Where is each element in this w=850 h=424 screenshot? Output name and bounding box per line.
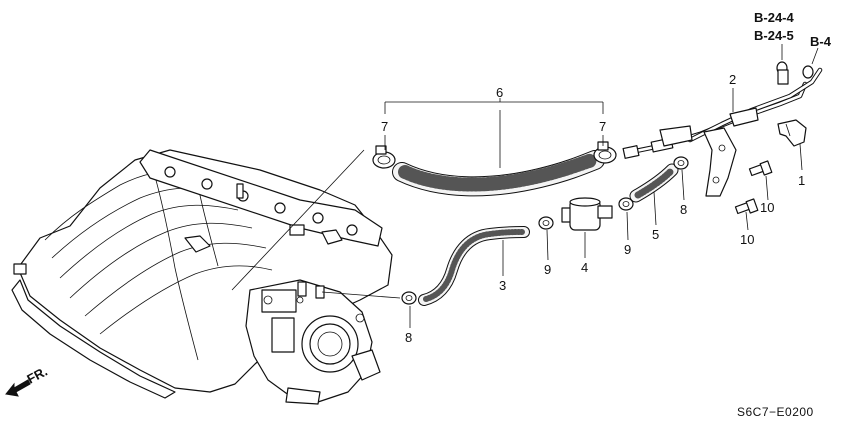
leader-lines	[231, 44, 819, 328]
hose-clamp-8-upper	[673, 156, 689, 170]
hose-3	[418, 226, 530, 306]
callout-3: 3	[499, 278, 506, 293]
hose-clamp-8-lower	[401, 291, 417, 305]
hose-clamp-7-right	[593, 141, 617, 164]
hose-clamp-9-right	[618, 197, 634, 211]
callout-10-lower: 10	[740, 232, 754, 247]
callout-10-upper: 10	[760, 200, 774, 215]
upper-water-hose	[392, 150, 605, 197]
callout-2: 2	[729, 72, 736, 87]
ref-b-24-4: B-24-4	[754, 10, 795, 25]
callouts: 6 7 7 2 1 10 10 8 5 9 4 9 3 8	[381, 72, 805, 345]
callout-4: 4	[581, 260, 588, 275]
hose-clamp-7-left	[372, 145, 396, 169]
water-pipe	[622, 61, 823, 197]
hose-5	[629, 163, 679, 203]
diagram-code: S6C7−E0200	[737, 405, 814, 419]
bolt-10-lower	[734, 198, 759, 215]
callout-9-right: 9	[624, 242, 631, 257]
callout-8-lower: 8	[405, 330, 412, 345]
callout-5: 5	[652, 227, 659, 242]
bolt-10-upper	[748, 160, 773, 177]
callout-7-left: 7	[381, 119, 388, 134]
callout-7-right: 7	[599, 119, 606, 134]
callout-8-upper: 8	[680, 202, 687, 217]
front-direction-indicator: FR.	[5, 364, 50, 397]
reference-labels: B-24-4 B-24-5 B-4	[754, 10, 832, 49]
callout-6: 6	[496, 85, 503, 100]
callout-1: 1	[798, 173, 805, 188]
intake-manifold	[11, 149, 393, 399]
throttle-body	[245, 279, 381, 405]
water-filter	[561, 197, 613, 231]
ref-b-24-5: B-24-5	[754, 28, 794, 43]
ref-b-4: B-4	[810, 34, 832, 49]
hose-clip	[777, 119, 807, 147]
callout-9-left: 9	[544, 262, 551, 277]
hose-clamp-9-left	[538, 216, 554, 230]
front-arrow-icon	[5, 379, 31, 397]
